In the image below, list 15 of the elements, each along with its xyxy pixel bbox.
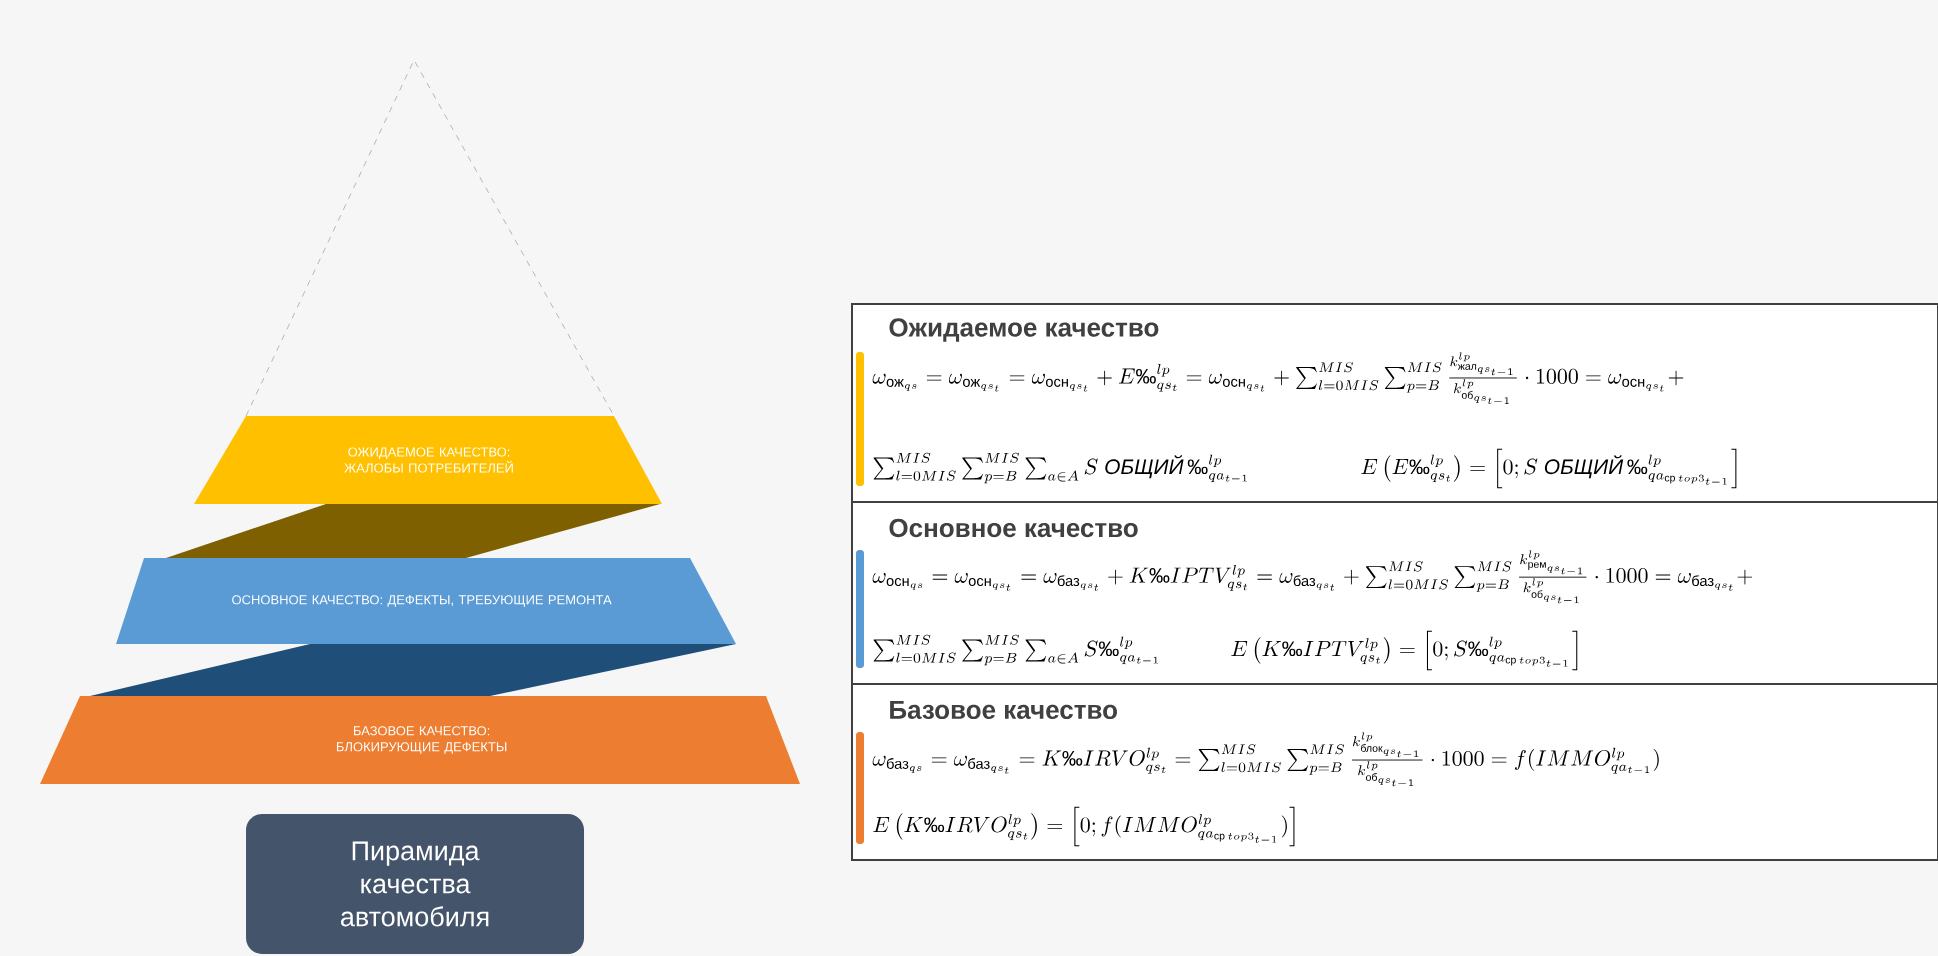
node-label: $\omega_{\text{осн}_{qs}}=\omega_{\text{осн}_{qs_t}}=\omega_{\text{баз}_{qs_t}}+K\text{‰}IPTV^{lp}_{qs_t}=\omega_{\text{баз}_{qs_t}}+\sum_{l=0MIS}^{MIS}\sum_{p=B}^{MIS}\frac{k^{lp}_{\text{рем}_{qs_{t-1}}}}{k^{lp}_{\text{об}_{qs_{t-1}}}}\cdot 1000=\omega_{\text{баз}_{qs_t}}+$ <box>872 550 1753 604</box>
node-label: Ожидаемое качество <box>889 318 1159 342</box>
node-label: $\sum_{l=0MIS}^{MIS}\sum_{p=B}^{MIS}\sum_{a\in A}S\ \textit{ОБЩИЙ}\,\text{‰}^{lp}_{qa_{t-1}}$ <box>873 452 1247 484</box>
node-label: Базовое качество <box>890 700 1117 720</box>
formula-panel: Ожидаемое качество $\omega_{\text{ож}_{qs}}=\omega_{\text{ож}_{qs_t}}=\omega_{\text{осн}_{qs_t}}+E\text{‰}^{lp}_{qs_t}=\omega_{\text{осн}_{qs_t}}+\sum_{l=0MIS}^{MIS}\sum_{p=B}^{MIS}\frac{k^{lp}_{\text{жал}_{qs_{t-1}}}}{k^{lp}_{\text{об}_{qs_{t-1}}}}\cdot 1000=\omega_{\text{осн}_{qs_t}}+$ $\sum_{l=0MIS}^{MIS}\sum_{p=B}^{MIS}\sum_{a\in A}S\ \textit{ОБЩИЙ}\,\text{‰}^{lp}_{qa_{t-1}}$ $E\left(E\text{‰}^{lp}_{qs_t}\right)=\left[0;S\ \textit{ОБЩИЙ}\,\text{‰}^{lp}_{qa_{\text{ср}\,top3_{t-1}}}\right]$ <box>851 303 1938 503</box>
title-box: Пирамида качества автомобиля <box>246 814 584 954</box>
node-label: Основное качество <box>889 518 1138 538</box>
node-label: $E\left(E\text{‰}^{lp}_{qs_t}\right)=\left[0;S\ \textit{ОБЩИЙ}\,\text{‰}^{lp}_{qa_{\text{ср}\,top3_{t-1}}}\right]$ <box>1361 448 1737 489</box>
formula-panel: Базовое качество $\omega_{\text{баз}_{qs}}=\omega_{\text{баз}_{qs_t}}=K\text{‰}IRVO^{lp}_{qs_t}=\sum_{l=0MIS}^{MIS}\sum_{p=B}^{MIS}\frac{k^{lp}_{\text{блок}_{qs_{t-1}}}}{k^{lp}_{\text{об}_{qs_{t-1}}}}\cdot 1000=f(IMMO^{lp}_{qa_{t-1}})$ $E\left(K\text{‰}IRVO^{lp}_{qs_t}\right)=\left[0;f(IMMO^{lp}_{qa_{\text{ср}\,top3_{t-1}}})\right]$ <box>851 683 1938 861</box>
node-label: $\omega_{\text{баз}_{qs}}=\omega_{\text{баз}_{qs_t}}=K\text{‰}IRVO^{lp}_{qs_t}=\sum_{l=0MIS}^{MIS}\sum_{p=B}^{MIS}\frac{k^{lp}_{\text{блок}_{qs_{t-1}}}}{k^{lp}_{\text{об}_{qs_{t-1}}}}\cdot 1000=f(IMMO^{lp}_{qa_{t-1}})$ <box>872 732 1659 787</box>
node-label: $E\left(K\text{‰}IRVO^{lp}_{qs_t}\right)=\left[0;f(IMMO^{lp}_{qa_{\text{ср}\,top3_{t-1}}})\right]$ <box>873 806 1295 847</box>
node-label: $E\left(K\text{‰}IPTV^{lp}_{qs_t}\right)=\left[0;S\text{‰}^{lp}_{qa_{\text{ср}\,top3_{t-1}}}\right]$ <box>1231 630 1578 671</box>
formula-panel: Основное качество $\omega_{\text{осн}_{qs}}=\omega_{\text{осн}_{qs_t}}=\omega_{\text{баз}_{qs_t}}+K\text{‰}IPTV^{lp}_{qs_t}=\omega_{\text{баз}_{qs_t}}+\sum_{l=0MIS}^{MIS}\sum_{p=B}^{MIS}\frac{k^{lp}_{\text{рем}_{qs_{t-1}}}}{k^{lp}_{\text{об}_{qs_{t-1}}}}\cdot 1000=\omega_{\text{баз}_{qs_t}}+$ $\sum_{l=0MIS}^{MIS}\sum_{p=B}^{MIS}\sum_{a\in A}S\text{‰}^{lp}_{qa_{t-1}}$ $E\left(K\text{‰}IPTV^{lp}_{qs_t}\right)=\left[0;S\text{‰}^{lp}_{qa_{\text{ср}\,top3_{t-1}}}\right]$ <box>851 501 1938 685</box>
node-label: $\sum_{l=0MIS}^{MIS}\sum_{p=B}^{MIS}\sum_{a\in A}S\text{‰}^{lp}_{qa_{t-1}}$ <box>873 634 1158 666</box>
node-label: $\omega_{\text{ож}_{qs}}=\omega_{\text{ож}_{qs_t}}=\omega_{\text{осн}_{qs_t}}+E\text{‰}^{lp}_{qs_t}=\omega_{\text{осн}_{qs_t}}+\sum_{l=0MIS}^{MIS}\sum_{p=B}^{MIS}\frac{k^{lp}_{\text{жал}_{qs_{t-1}}}}{k^{lp}_{\text{об}_{qs_{t-1}}}}\cdot 1000=\omega_{\text{осн}_{qs_t}}+$ <box>872 352 1684 405</box>
